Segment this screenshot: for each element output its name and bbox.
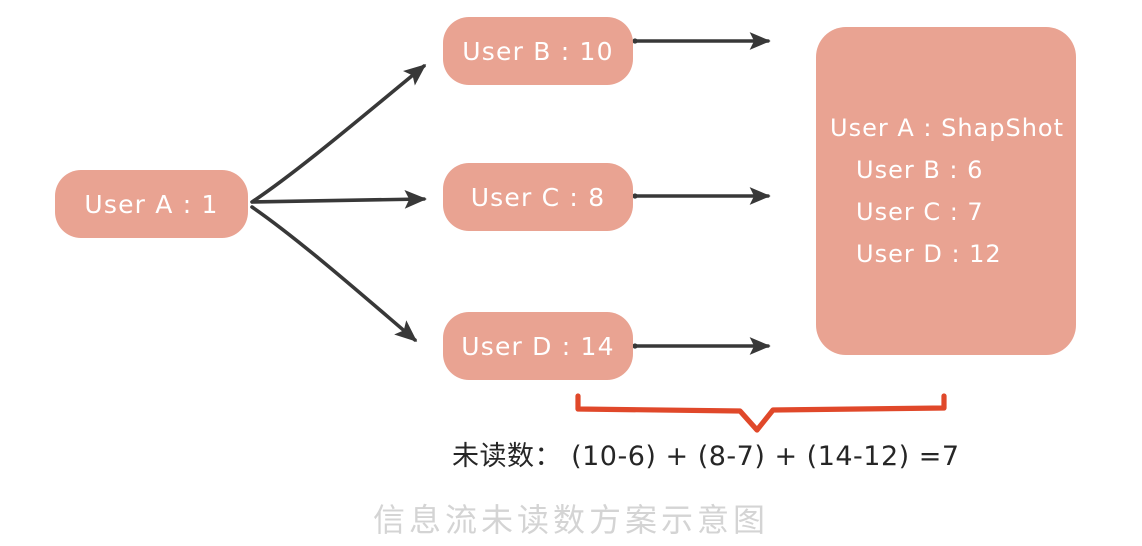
- snapshot-line-user-c: User C : 7: [856, 198, 984, 226]
- snapshot-line-user-a: User A : ShapShot: [830, 114, 1065, 142]
- diagram-caption: 信息流未读数方案示意图: [372, 501, 769, 539]
- snapshot-panel[interactable]: User A : ShapShot User B : 6 User C : 7 …: [816, 27, 1076, 355]
- fanout-arrow-to-user-b: [250, 64, 427, 204]
- unread-count-formula: 未读数： (10-6) + (8-7) + (14-12) =7: [452, 441, 960, 472]
- node-user-d[interactable]: User D : 14: [443, 312, 633, 380]
- node-user-c-label: User C : 8: [470, 182, 606, 212]
- node-user-c[interactable]: User C : 8: [443, 163, 633, 231]
- arrow-user-d-to-snapshot: [632, 337, 771, 355]
- snapshot-line-user-d: User D : 12: [856, 240, 1002, 268]
- fanout-arrow-to-user-d: [250, 205, 418, 342]
- red-brace: [575, 393, 947, 433]
- snapshot-line-user-b: User B : 6: [856, 156, 984, 184]
- arrow-user-b-to-snapshot: [632, 32, 771, 50]
- arrow-user-c-to-snapshot: [632, 187, 771, 205]
- node-user-b-label: User B : 10: [462, 36, 614, 66]
- node-user-a-source[interactable]: User A : 1: [55, 170, 248, 238]
- node-user-b[interactable]: User B : 10: [443, 17, 633, 85]
- fanout-arrow-to-user-c: [251, 189, 427, 209]
- node-user-d-label: User D : 14: [461, 331, 615, 361]
- node-user-a-label: User A : 1: [84, 189, 219, 219]
